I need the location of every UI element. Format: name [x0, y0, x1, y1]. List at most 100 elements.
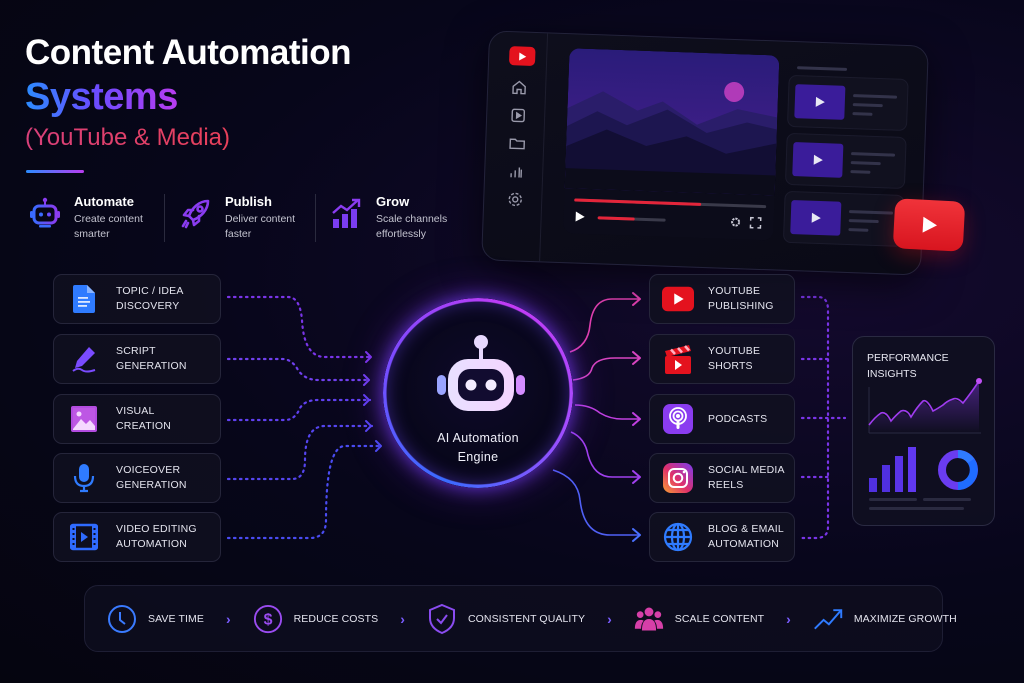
output-card-youtube-publishing[interactable]: YouTubePublishing [649, 274, 795, 324]
instagram-icon [662, 462, 694, 494]
pen-icon [70, 345, 98, 373]
benefit-reduce-costs: $ Reduce Costs [253, 604, 379, 634]
benefit-consistent-quality: Consistent Quality [427, 603, 586, 634]
card-label: Automation [708, 538, 780, 550]
benefit-label: Scale Content [674, 612, 765, 625]
benefit-label: Consistent Quality [467, 612, 586, 625]
card-label: Visual [116, 405, 155, 417]
feature-grow: Grow Scale channels effortlessly [315, 194, 466, 242]
feature-title: Grow [376, 194, 410, 209]
feature-title: Publish [225, 194, 272, 209]
input-card-visual-creation[interactable]: VisualCreation [53, 394, 221, 444]
robot-icon [26, 194, 64, 232]
video-list-item[interactable] [782, 190, 905, 247]
output-card-blog-email[interactable]: Blog & EmailAutomation [649, 512, 795, 562]
dollar-icon: $ [253, 604, 283, 634]
volume-slider[interactable] [597, 216, 666, 222]
video-controls [573, 208, 766, 233]
card-label: YouTube [708, 285, 761, 297]
list-header-placeholder [796, 66, 848, 71]
card-label: Script [116, 345, 156, 357]
play-icon [792, 142, 844, 178]
input-card-voiceover-generation[interactable]: VoiceoverGeneration [53, 453, 221, 503]
benefit-label: Save Time [148, 612, 204, 625]
card-label: Voiceover [116, 464, 181, 476]
card-label: Generation [116, 360, 187, 372]
input-card-topic-discovery[interactable]: Topic / IdeaDiscovery [53, 274, 221, 324]
youtube-shorts-icon [662, 343, 694, 375]
settings-icon[interactable] [729, 216, 741, 228]
globe-icon [662, 521, 694, 553]
video-list-item[interactable] [786, 74, 909, 132]
output-card-podcasts[interactable]: Podcasts [649, 394, 795, 444]
benefits-bar: Save Time › $ Reduce Costs › Consistent … [84, 585, 957, 652]
settings-icon[interactable] [506, 190, 525, 209]
card-label: YouTube [708, 345, 761, 357]
card-label: Reels [708, 479, 744, 491]
benefit-scale-content: Scale Content [634, 604, 764, 634]
video-player[interactable] [563, 48, 780, 241]
youtube-logo-icon [892, 198, 966, 252]
feature-title: Automate [74, 194, 134, 209]
microphone-icon [70, 464, 98, 493]
title-line-3: (YouTube & Media) [25, 124, 231, 151]
insights-charts [868, 378, 982, 510]
video-icon[interactable] [509, 106, 528, 125]
title-line-2: Systems [25, 76, 178, 118]
video-list [782, 66, 909, 253]
card-label: Video Editing [116, 523, 197, 535]
card-label: Discovery [116, 300, 180, 312]
feature-desc: Scale channels effortlessly [376, 213, 448, 240]
yt-sidebar [482, 31, 549, 262]
engine-label: AI Automation Engine [437, 431, 519, 464]
shield-check-icon [427, 603, 457, 634]
feature-desc: Deliver content faster [225, 213, 296, 240]
users-icon [634, 604, 664, 634]
ai-automation-engine: AI Automation Engine [383, 298, 573, 488]
folder-icon[interactable] [508, 134, 527, 153]
output-card-social-media-reels[interactable]: Social MediaReels [649, 453, 795, 503]
trend-up-icon [813, 604, 843, 634]
card-label: Podcasts [708, 412, 768, 425]
play-icon [794, 84, 846, 120]
input-card-script-generation[interactable]: ScriptGeneration [53, 334, 221, 384]
growth-chart-icon [328, 194, 366, 232]
play-icon[interactable] [573, 210, 585, 222]
title-line-1: Content Automation [25, 33, 352, 72]
card-label: Publishing [708, 300, 774, 312]
card-label: Automation [116, 538, 188, 550]
rocket-icon [177, 194, 215, 232]
title-underline [26, 170, 84, 173]
analytics-icon[interactable] [507, 162, 526, 181]
video-list-item[interactable] [784, 132, 907, 189]
feature-row: Automate Create content smarter Publish … [26, 194, 466, 242]
benefit-save-time: Save Time [107, 604, 204, 634]
fullscreen-icon[interactable] [749, 216, 762, 229]
video-progress-bar[interactable] [574, 198, 767, 209]
video-thumbnail-landscape [564, 48, 780, 196]
image-icon [70, 405, 98, 433]
output-card-youtube-shorts[interactable]: YouTubeShorts [649, 334, 795, 384]
film-icon [70, 523, 98, 551]
youtube-app-mockup [481, 30, 929, 276]
benefit-label: Reduce Costs [293, 612, 379, 625]
insights-title: Performance Insights [867, 352, 949, 380]
card-label: Shorts [708, 360, 753, 372]
performance-insights-panel: Performance Insights [852, 336, 995, 526]
input-card-video-editing[interactable]: Video EditingAutomation [53, 512, 221, 562]
feature-publish: Publish Deliver content faster [164, 194, 315, 242]
chevron-right-icon: › [400, 610, 405, 627]
youtube-logo-icon [508, 46, 536, 67]
card-label: Generation [116, 479, 187, 491]
podcast-icon [662, 403, 694, 435]
benefit-label: Maximize Growth [853, 612, 957, 625]
play-icon [790, 200, 842, 236]
chevron-right-icon: › [225, 610, 231, 627]
home-icon[interactable] [510, 78, 529, 97]
document-icon [70, 285, 98, 313]
feature-automate: Automate Create content smarter [26, 194, 164, 242]
youtube-icon [662, 283, 694, 315]
card-label: Blog & Email [708, 523, 784, 535]
card-label: Social Media [708, 464, 785, 476]
